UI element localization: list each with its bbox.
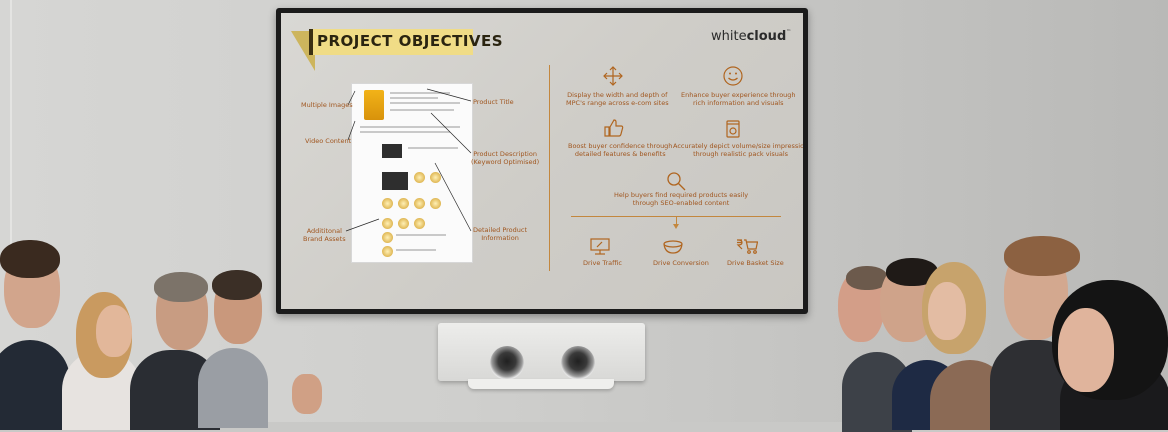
product-pack-image bbox=[364, 90, 384, 120]
monitor-icon bbox=[590, 238, 610, 255]
mock-video-thumb bbox=[382, 144, 402, 158]
mock-feature-icon bbox=[414, 218, 425, 229]
outcomes-arrow-head bbox=[673, 224, 679, 229]
smiley-icon bbox=[723, 66, 743, 86]
mock-line bbox=[390, 97, 438, 99]
wall-corner bbox=[10, 0, 12, 250]
outcome-conversion: Drive Conversion bbox=[653, 259, 709, 267]
camera-lens-right bbox=[561, 346, 595, 380]
brand-logo: whitecloud™ bbox=[711, 29, 792, 44]
raised-hand bbox=[292, 374, 322, 414]
mock-line bbox=[396, 249, 436, 251]
product-pack-icon bbox=[726, 120, 740, 138]
mock-line bbox=[390, 102, 460, 104]
mock-feature-icon bbox=[414, 172, 425, 183]
outcome-basket-size: Drive Basket Size bbox=[727, 259, 784, 267]
mock-line bbox=[360, 126, 460, 128]
mock-feature-icon bbox=[382, 246, 393, 257]
mock-feature-icon bbox=[398, 218, 409, 229]
callout-lines bbox=[345, 88, 472, 232]
mock-feature-image bbox=[382, 172, 408, 190]
magnifier-icon bbox=[667, 172, 686, 191]
wall-display: PROJECT OBJECTIVES whitecloud™ bbox=[276, 8, 808, 314]
person-face bbox=[96, 305, 132, 357]
person-hair bbox=[0, 240, 60, 278]
callout-video-content: Video Content bbox=[305, 137, 352, 145]
person-face bbox=[928, 282, 966, 340]
mock-line bbox=[360, 131, 450, 133]
mock-feature-icon bbox=[382, 232, 393, 243]
mock-feature-icon bbox=[430, 198, 441, 209]
title-banner bbox=[309, 29, 473, 55]
callout-product-title: Product Title bbox=[473, 98, 514, 106]
person-body bbox=[198, 348, 268, 428]
video-conference-unit bbox=[438, 323, 645, 381]
presentation-slide: PROJECT OBJECTIVES whitecloud™ bbox=[281, 13, 803, 309]
person-hair bbox=[212, 270, 262, 300]
person-hair bbox=[154, 272, 208, 302]
rupee-cart-icon bbox=[736, 239, 758, 254]
objective-seo: Help buyers find required products easil… bbox=[614, 191, 749, 207]
section-divider bbox=[549, 65, 550, 271]
mock-feature-icon bbox=[382, 218, 393, 229]
person-hair bbox=[1004, 236, 1080, 276]
thumbs-up-icon bbox=[604, 119, 624, 137]
mock-feature-icon bbox=[430, 172, 441, 183]
outcomes-arrow bbox=[676, 216, 677, 226]
person-body bbox=[0, 340, 70, 430]
mock-title-line bbox=[390, 92, 450, 94]
camera-base bbox=[468, 379, 614, 389]
mock-feature-icon bbox=[382, 198, 393, 209]
mock-feature-icon bbox=[398, 198, 409, 209]
product-page-mockup bbox=[351, 83, 473, 263]
mock-line bbox=[408, 147, 458, 149]
callout-product-description: Product Description(Keyword Optimised) bbox=[471, 150, 540, 166]
callout-multiple-images: Multiple Images bbox=[301, 101, 353, 109]
mock-feature-icon bbox=[414, 198, 425, 209]
move-arrows-icon bbox=[603, 66, 623, 86]
slide-title: PROJECT OBJECTIVES bbox=[317, 32, 504, 50]
person-face bbox=[1058, 308, 1114, 392]
objective-pack-visuals: Accurately depict volume/size impression… bbox=[673, 142, 803, 158]
mock-line bbox=[396, 234, 446, 236]
mock-line bbox=[390, 109, 454, 111]
camera-lens-left bbox=[490, 346, 524, 380]
bowl-icon bbox=[663, 240, 683, 254]
outcome-traffic: Drive Traffic bbox=[583, 259, 622, 267]
